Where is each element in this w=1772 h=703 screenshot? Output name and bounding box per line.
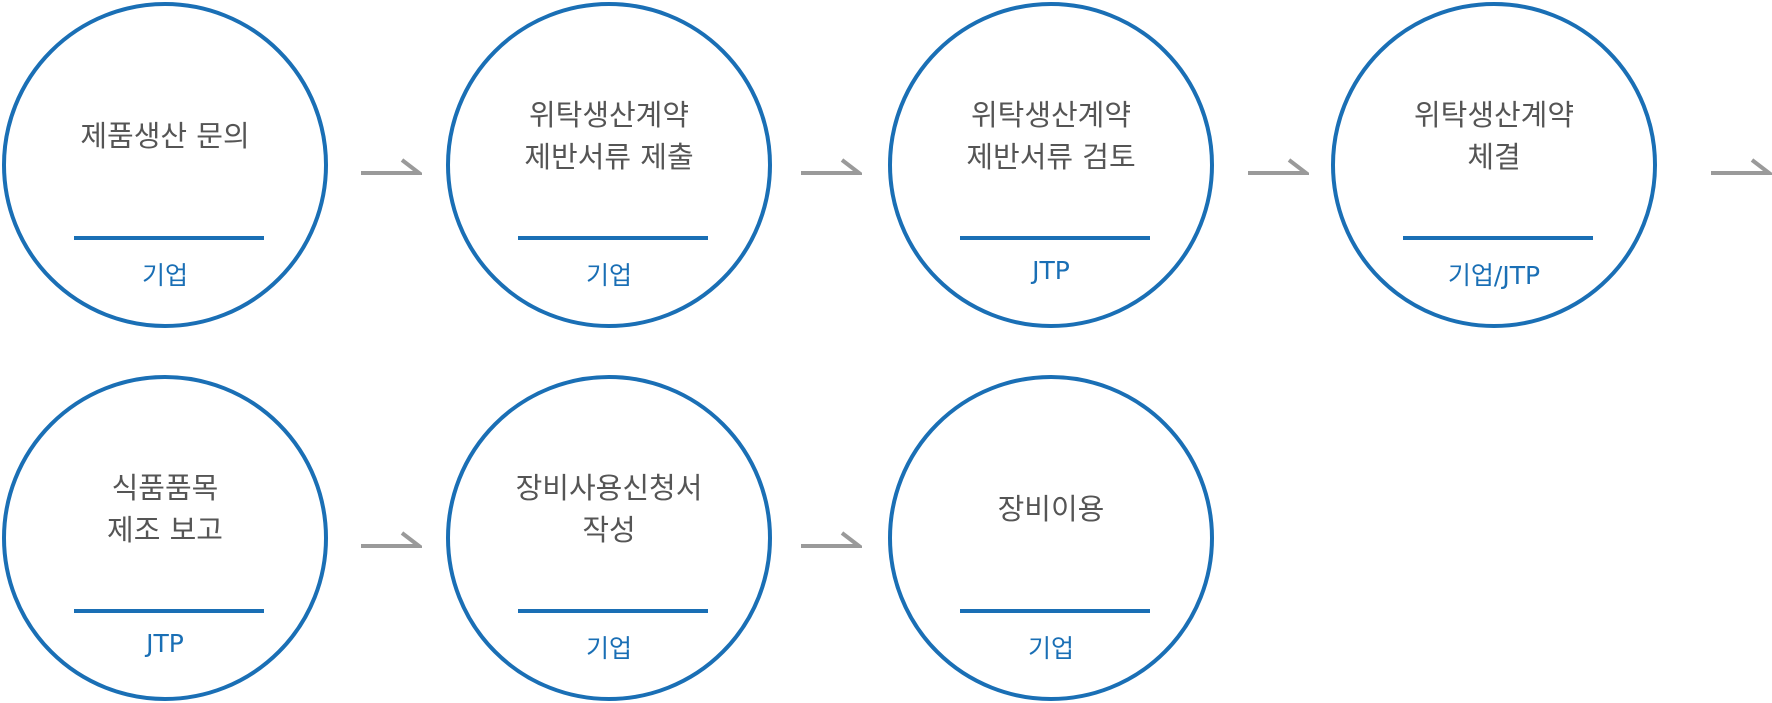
divider (518, 609, 708, 613)
step-actor: 기업 (585, 261, 632, 290)
arrow-right-icon (360, 158, 425, 180)
arrow-right-icon (800, 531, 865, 553)
step-title-line: 제조 보고 (107, 513, 223, 547)
step-title-line: 제품생산 문의 (80, 119, 250, 153)
step-actor: JTP (1032, 256, 1070, 285)
arrow-right-icon (360, 531, 425, 553)
arrow-right-icon (1710, 158, 1772, 180)
step-title-line: 제반서류 검토 (966, 140, 1136, 174)
divider (518, 236, 708, 240)
step-title-line: 식품품목 (111, 471, 219, 505)
step-title-line: 체결 (1467, 140, 1521, 174)
arrow-right-icon (1247, 158, 1312, 180)
divider (960, 236, 1150, 240)
divider (74, 236, 264, 240)
step-title-line: 위탁생산계약 (528, 98, 690, 132)
step-title-line: 장비사용신청서 (515, 471, 703, 505)
step-title: 제품생산 문의 (6, 84, 324, 188)
step-title-line: 장비이용 (997, 492, 1105, 526)
step-title: 장비이용 (892, 457, 1210, 561)
step-title-line: 위탁생산계약 (970, 98, 1132, 132)
step-actor: 기업 (141, 261, 188, 290)
arrow-right-icon (800, 158, 865, 180)
step-title-line: 작성 (582, 513, 636, 547)
divider (74, 609, 264, 613)
step-actor: 기업/JTP (1447, 261, 1541, 290)
step-actor: JTP (146, 629, 184, 658)
step-title-line: 위탁생산계약 (1413, 98, 1575, 132)
step-actor: 기업 (585, 634, 632, 663)
divider (1403, 236, 1593, 240)
step-title-line: 제반서류 제출 (524, 140, 694, 174)
step-actor: 기업 (1027, 634, 1074, 663)
divider (960, 609, 1150, 613)
